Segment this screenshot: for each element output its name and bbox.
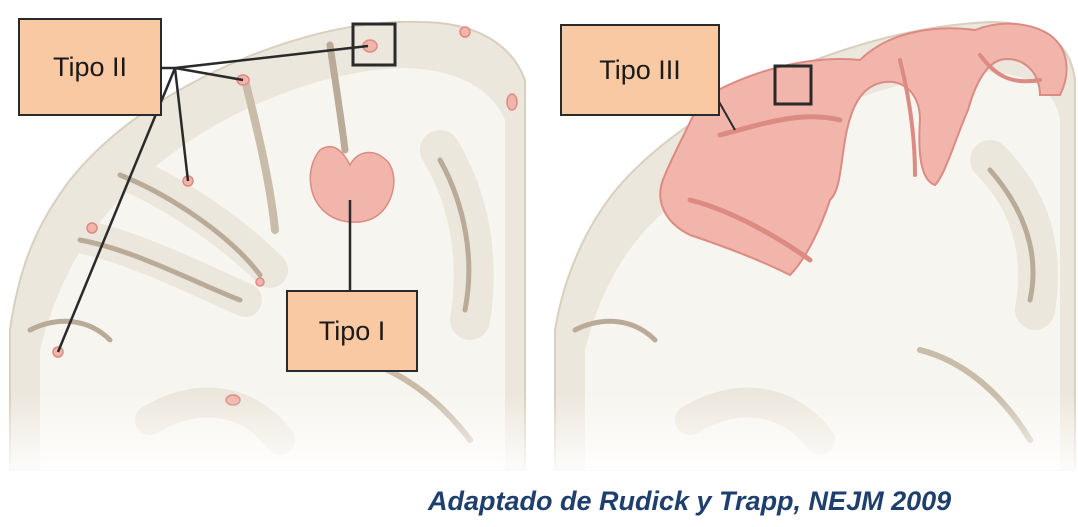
tipo-ii-label: Tipo II <box>18 18 162 116</box>
tipo-i-label: Tipo I <box>286 290 418 372</box>
source-caption: Adaptado de Rudick y Trapp, NEJM 2009 <box>428 486 1068 517</box>
tipo-iii-label: Tipo III <box>560 24 720 116</box>
